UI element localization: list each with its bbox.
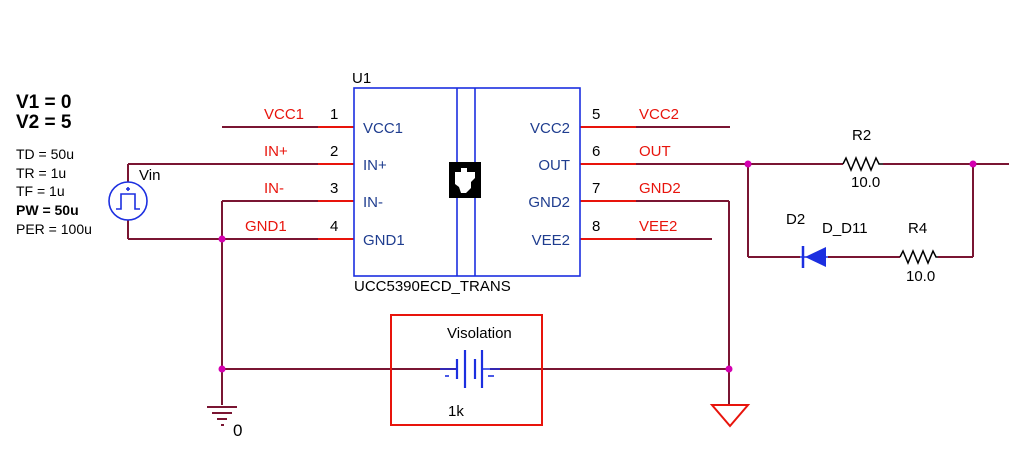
vin-name: Vin [139,167,160,184]
net-label-in-plus: IN+ [264,143,288,160]
r2-zigzag [842,156,883,172]
pin-name-3: IN- [363,194,383,211]
ground-right[interactable] [709,404,751,428]
pin-name-8: VEE2 [532,232,570,249]
pin-number-2: 2 [330,143,338,160]
pin-name-2: IN+ [363,157,387,174]
visolation-name: Visolation [447,325,512,342]
source-tf: TF = 1u [16,183,65,199]
r4-zigzag [899,249,938,265]
vin-source[interactable]: Vin [108,167,160,221]
d2-model: D_D11 [822,220,868,237]
source-pw: PW = 50u [16,202,79,218]
pin-number-7: 7 [592,180,600,197]
pin-number-4: 4 [330,218,338,235]
pin-name-5: VCC2 [530,120,570,137]
vin-source-circle [108,181,148,221]
r4-resistor[interactable]: R4 10.0 [899,220,938,285]
pin-number-8: 8 [592,218,600,235]
visolation-highlight-box [390,314,543,426]
net-label-vcc2: VCC2 [639,106,679,123]
u1-part-name: UCC5390ECD_TRANS [354,278,511,295]
net-label-vcc1: VCC1 [264,106,304,123]
pin-name-7: GND2 [528,194,570,211]
net-label-gnd1: GND1 [245,218,287,235]
source-v2: V2 = 5 [16,112,72,133]
net-label-gnd2: GND2 [639,180,681,197]
visolation-source[interactable]: Visolation 1k [390,314,543,426]
net-label-vee2: VEE2 [639,218,677,235]
source-parameters: V1 = 0 V2 = 5 TD = 50u TR = 1u TF = 1u P… [16,92,92,237]
pin-name-1: VCC1 [363,120,403,137]
junction-out-right [969,160,977,168]
source-tr: TR = 1u [16,165,66,181]
r2-resistor[interactable]: R2 10.0 [842,127,883,191]
pulse-waveform-icon [116,193,140,210]
u1-body [353,87,581,277]
pin-name-6: OUT [538,157,570,174]
net-labels: VCC1 IN+ IN- GND1 VCC2 OUT GND2 VEE2 [245,106,681,235]
pin-name-4: GND1 [363,232,405,249]
pin-number-3: 3 [330,180,338,197]
source-v1: V1 = 0 [16,92,71,113]
junction-iso-right [725,365,733,373]
r2-ref: R2 [852,127,871,144]
junction-iso-left [218,365,226,373]
net-label-in-minus: IN- [264,180,284,197]
u1-chip[interactable]: U1 UCC5390ECD_TRANS VCC1 IN+ IN- GND1 VC… [330,70,600,295]
pin-stubs [318,126,636,240]
ti-logo-shape [455,168,475,193]
d2-diode[interactable]: D2 D_D11 [786,211,868,268]
pin-number-1: 1 [330,106,338,123]
ground-label: 0 [233,421,242,440]
ground-left[interactable]: 0 [207,406,242,440]
r4-ref: R4 [908,220,927,237]
visolation-value: 1k [448,403,464,420]
pin-number-6: 6 [592,143,600,160]
r4-value: 10.0 [906,268,935,285]
net-label-out: OUT [639,143,671,160]
junction-out [744,160,752,168]
source-td: TD = 50u [16,146,74,162]
ground-triangle-icon [709,404,751,428]
r2-value: 10.0 [851,174,880,191]
d2-ref: D2 [786,211,805,228]
source-per: PER = 100u [16,221,92,237]
u1-ref: U1 [352,70,371,87]
junctions [218,160,977,373]
pin-number-5: 5 [592,106,600,123]
junction-gnd1 [218,235,226,243]
